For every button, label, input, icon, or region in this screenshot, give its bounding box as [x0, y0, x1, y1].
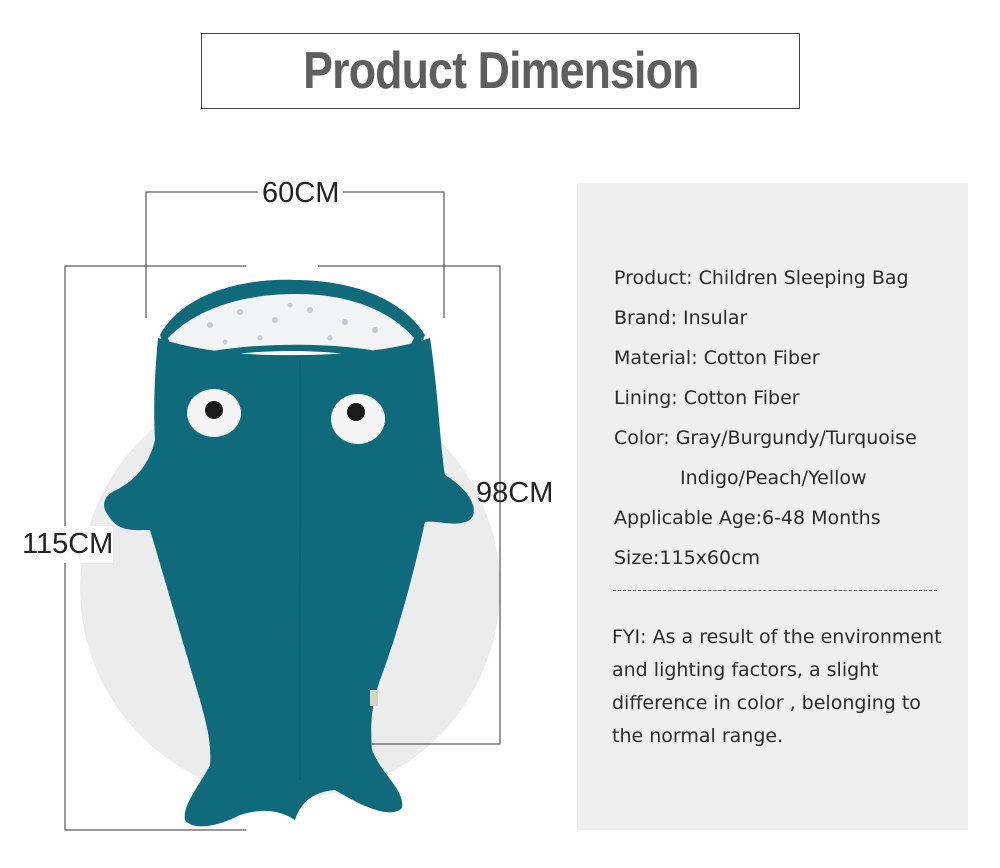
lining-pattern	[207, 302, 378, 345]
spec-brand: Brand: Insular	[614, 307, 748, 329]
fyi-line: difference in color , belonging to	[612, 692, 921, 714]
total-length-label: 115CM	[22, 526, 114, 563]
product-figure: 60CM 98CM 115CM	[0, 160, 570, 860]
left-eye-pupil	[205, 401, 223, 419]
width-label: 60CM	[258, 177, 344, 210]
shark-body	[104, 338, 474, 827]
body-shading	[298, 359, 302, 781]
right-eye-pupil	[347, 403, 365, 421]
title-box: Product Dimension	[201, 33, 800, 109]
spec-size: Size:115x60cm	[614, 547, 761, 569]
fabric-tag	[370, 690, 378, 706]
lining-fabric	[168, 294, 414, 360]
fyi-line: the normal range.	[612, 725, 784, 747]
page-title: Product Dimension	[302, 42, 699, 100]
fyi-note: FYI: As a result of the environment and …	[612, 621, 957, 753]
spec-age: Applicable Age:6-48 Months	[614, 507, 881, 529]
fyi-line: FYI: As a result of the environment	[612, 626, 942, 648]
spec-panel: Product: Children Sleeping Bag Brand: In…	[577, 183, 968, 830]
body-length-label: 98CM	[476, 477, 554, 509]
fyi-line: and lighting factors, a slight	[612, 659, 879, 681]
spec-color: Color: Gray/Burgundy/Turquoise	[614, 427, 917, 449]
spec-product: Product: Children Sleeping Bag	[614, 267, 909, 289]
dashed-divider	[613, 590, 937, 591]
spec-lining: Lining: Cotton Fiber	[614, 387, 800, 409]
spec-color-continued: Indigo/Peach/Yellow	[680, 467, 867, 489]
spec-material: Material: Cotton Fiber	[614, 347, 820, 369]
shark-sleeping-bag-illustration	[64, 191, 501, 831]
body-length-dimension-line	[318, 265, 501, 745]
